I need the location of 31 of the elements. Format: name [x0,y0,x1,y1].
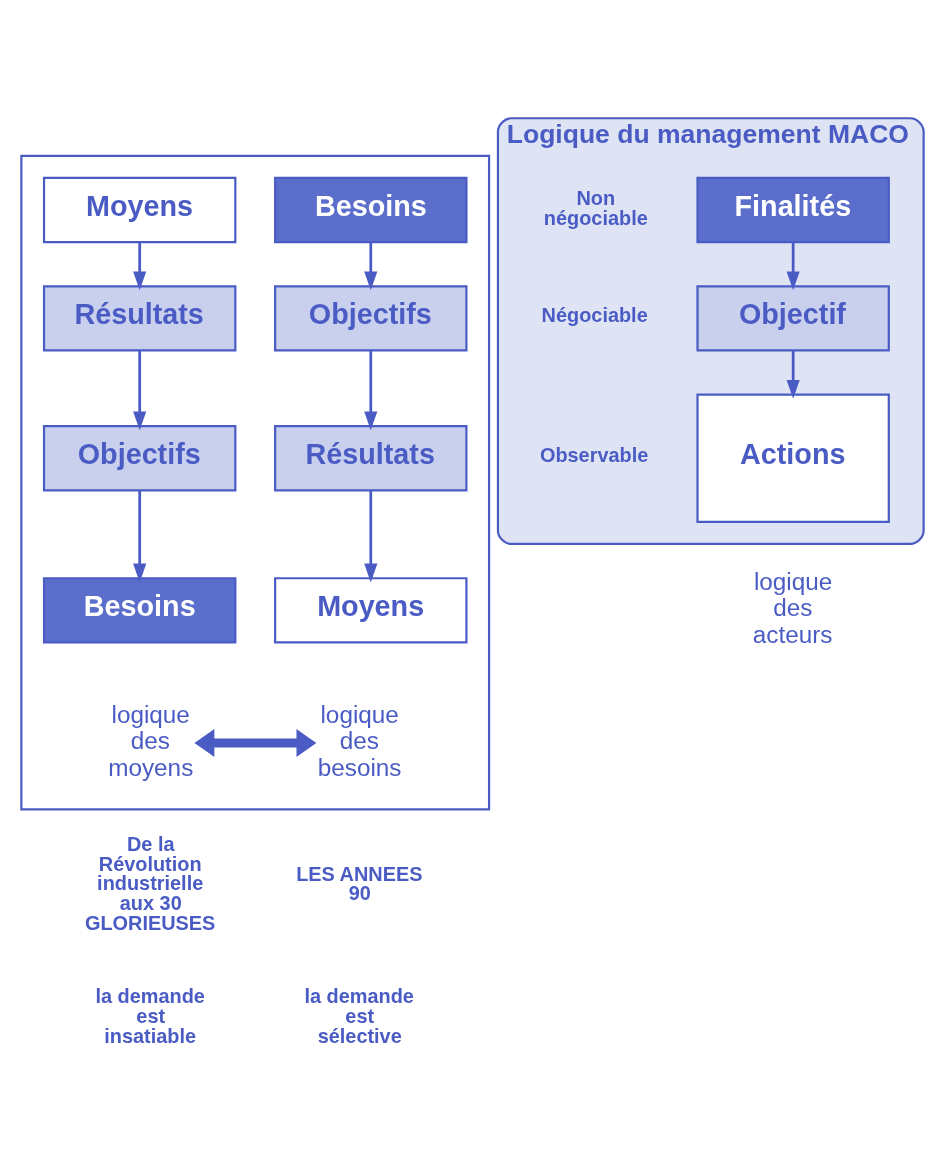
arrow [133,350,147,431]
label: De la Révolution industrielle aux 30 GLORIEUSES [84,832,216,935]
label: la demande est insatiable [95,985,205,1048]
arrow [364,242,378,291]
node-label: Observable [539,444,649,467]
node-box: Moyens [274,577,468,644]
cluster [20,154,491,811]
node-label: Non négociable [543,186,648,229]
label: logique des acteurs [752,567,833,649]
arrow [364,350,378,431]
label: la demande est sélective [304,985,414,1048]
label: LES ANNEES 90 [296,862,423,905]
node-box: Besoins [274,176,468,244]
node-label: Négociable [541,304,648,327]
node-box: Objectif [696,285,890,352]
node-box: Objectifs [274,285,468,352]
arrow [133,242,147,291]
arrow [194,729,317,757]
node-text: logique des besoins [317,700,402,781]
arrow [364,490,378,583]
node-text: logique des moyens [108,700,194,781]
node-box: Actions [696,393,890,523]
node-box: Objectifs [42,425,237,492]
arrow [133,490,147,583]
arrow [786,350,800,399]
node-box: Moyens [42,176,237,244]
node-box: Finalités [696,176,890,244]
arrow [786,242,800,291]
node-box: Résultats [42,285,237,352]
node-box: Résultats [274,425,468,492]
node-box: Besoins [42,577,237,644]
